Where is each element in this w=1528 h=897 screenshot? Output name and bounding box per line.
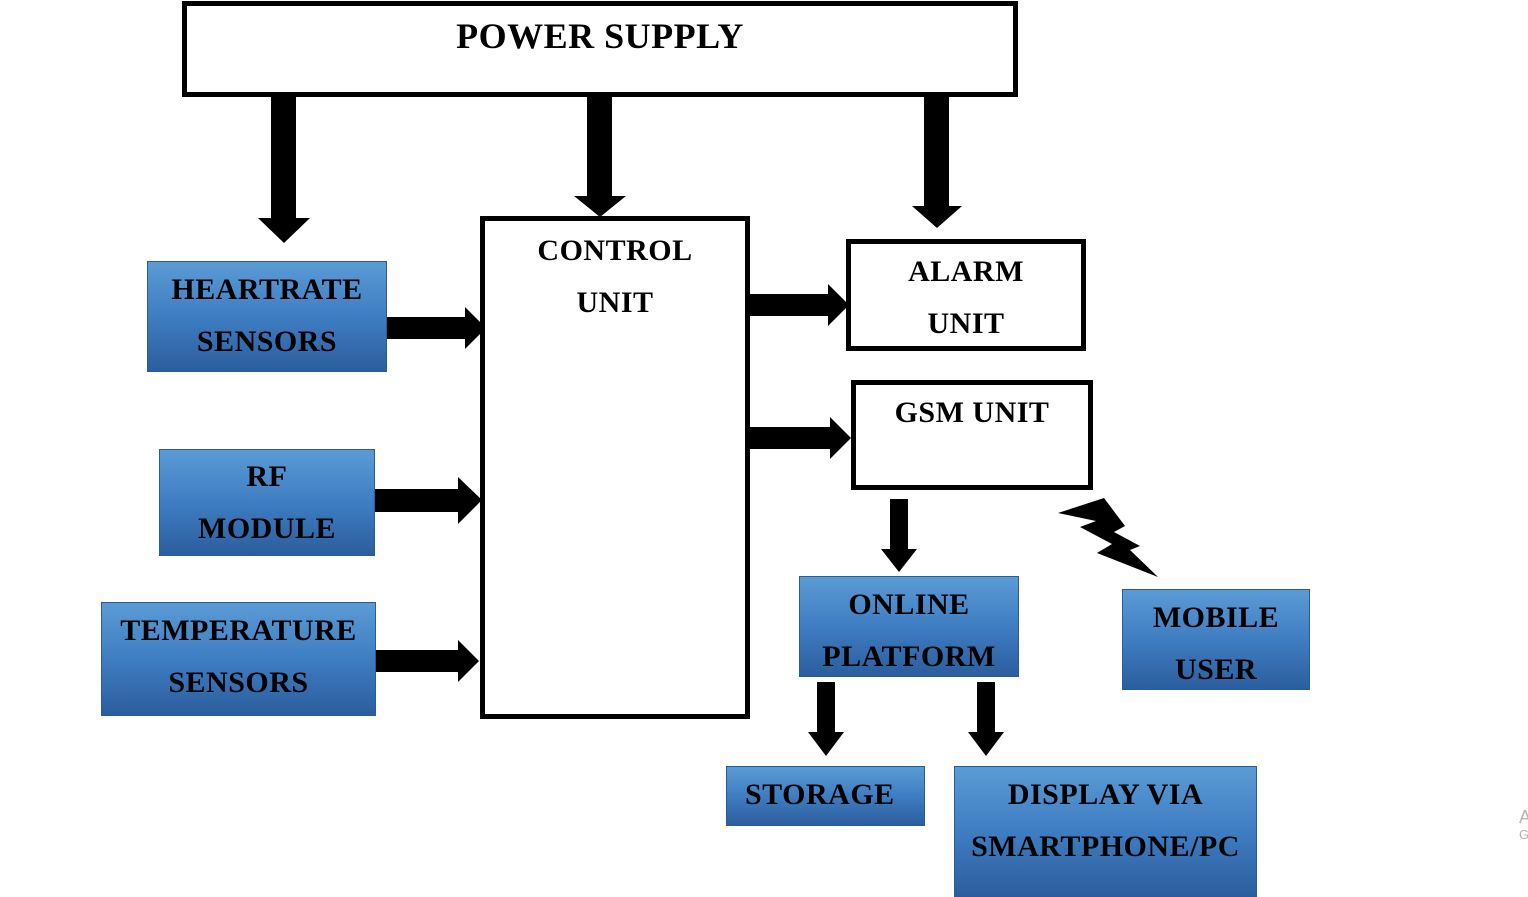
edge-text-line1: A: [1519, 807, 1528, 827]
power-supply-label: POWER SUPPLY: [456, 16, 744, 56]
alarm-unit-line2: UNIT: [927, 307, 1005, 340]
wireless-signal-icon: [1058, 498, 1158, 577]
arrow-temperature-to-control: [376, 640, 479, 682]
power-supply-block: POWER SUPPLY: [182, 1, 1018, 97]
arrow-control-to-gsm: [748, 417, 851, 459]
arrow-gsm-to-online: [881, 499, 917, 572]
temperature-sensors-line1: TEMPERATURE: [120, 614, 357, 647]
storage-label: STORAGE: [745, 778, 895, 811]
arrow-power-to-alarm: [912, 95, 962, 228]
control-unit-line2: UNIT: [576, 286, 654, 319]
arrow-online-to-storage: [808, 682, 844, 756]
rf-module-block: RF MODULE: [159, 449, 375, 556]
arrow-power-to-heartrate: [258, 95, 310, 243]
mobile-user-line1: MOBILE: [1152, 601, 1280, 634]
mobile-user-line2: USER: [1174, 653, 1258, 686]
display-block: DISPLAY VIA SMARTPHONE/PC: [954, 766, 1257, 897]
arrow-power-to-control: [574, 95, 626, 217]
heartrate-sensors-line1: HEARTRATE: [171, 273, 363, 306]
arrow-control-to-alarm: [748, 284, 849, 326]
online-platform-line1: ONLINE: [848, 588, 970, 621]
arrow-heartrate-to-control: [385, 307, 486, 349]
control-unit-block: CONTROL UNIT: [480, 216, 750, 719]
online-platform-line2: PLATFORM: [822, 640, 996, 673]
alarm-unit-block: ALARM UNIT: [846, 239, 1086, 351]
temperature-sensors-line2: SENSORS: [168, 666, 309, 699]
gsm-unit-label: GSM UNIT: [894, 396, 1050, 429]
mobile-user-block: MOBILE USER: [1122, 589, 1310, 690]
heartrate-sensors-block: HEARTRATE SENSORS: [147, 261, 387, 372]
gsm-unit-block: GSM UNIT: [851, 380, 1093, 490]
rf-module-line2: MODULE: [198, 512, 336, 545]
rf-module-line1: RF: [246, 460, 288, 493]
edge-text-fragment: A G: [1519, 807, 1528, 843]
heartrate-sensors-line2: SENSORS: [196, 325, 338, 358]
display-line1: DISPLAY VIA: [1007, 778, 1204, 811]
storage-block: STORAGE: [726, 766, 925, 826]
control-unit-line1: CONTROL: [537, 234, 693, 267]
arrow-rf-to-control: [374, 477, 482, 524]
alarm-unit-line1: ALARM: [908, 255, 1024, 288]
temperature-sensors-block: TEMPERATURE SENSORS: [101, 602, 376, 716]
display-line2: SMARTPHONE/PC: [971, 830, 1240, 863]
edge-text-line2: G: [1519, 827, 1528, 842]
online-platform-block: ONLINE PLATFORM: [799, 576, 1019, 677]
arrow-online-to-display: [968, 682, 1004, 756]
